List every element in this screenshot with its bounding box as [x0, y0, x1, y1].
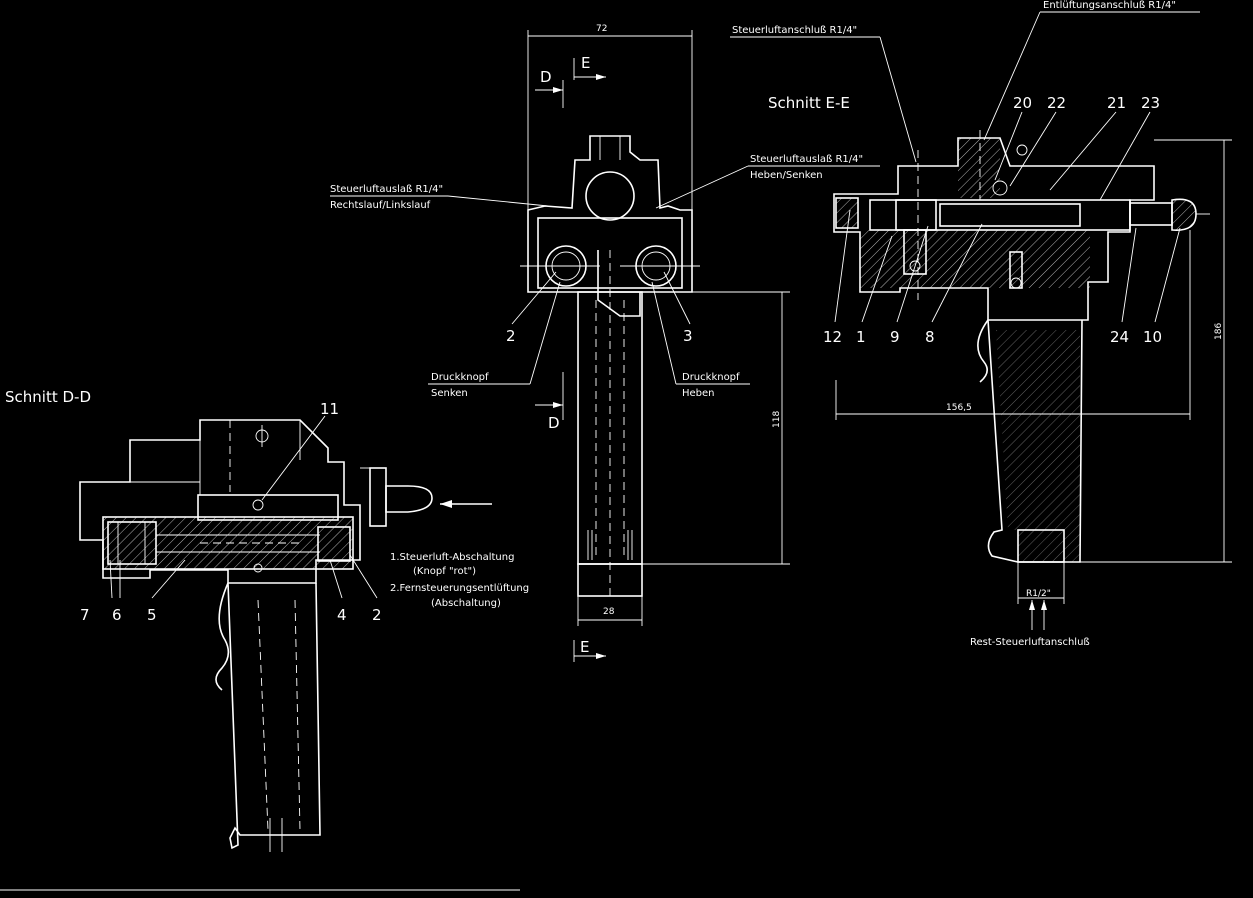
dd-note-2: 2.Fernsteuerungsentlüftung [390, 583, 529, 594]
ee-dim-port: R1/2" [1026, 589, 1051, 599]
section-mark-d-top: D [540, 68, 552, 86]
front-button-left-sub: Senken [431, 388, 468, 399]
ee-dim-width: 156,5 [946, 403, 972, 413]
dd-note-2-sub: (Abschaltung) [431, 598, 501, 609]
ee-callout-24: 24 [1110, 328, 1129, 346]
dd-callout-2: 2 [372, 606, 382, 624]
front-outlet-left-label: Steuerluftauslaß R1/4" [330, 184, 443, 195]
section-mark-e-bottom: E [580, 638, 589, 656]
front-dim-width: 72 [596, 24, 607, 34]
front-outlet-right-sub: Heben/Senken [750, 170, 823, 181]
dd-callout-4: 4 [337, 606, 347, 624]
ee-callout-9: 9 [890, 328, 900, 346]
section-mark-e-top: E [581, 54, 590, 72]
section-dd-handle [227, 582, 321, 850]
ee-callout-1: 1 [856, 328, 866, 346]
section-ee-title: Schnitt E-E [768, 94, 850, 112]
section-ee-handle [987, 319, 1083, 563]
ee-inlet-label: Steuerluftanschluß R1/4" [732, 25, 857, 36]
ee-callout-23: 23 [1141, 94, 1160, 112]
front-button-right-sub: Heben [682, 388, 715, 399]
front-outlet-right-label: Steuerluftauslaß R1/4" [750, 154, 863, 165]
front-view: 72 D E 118 [330, 24, 880, 662]
section-ee-view: Schnitt E-E Entlüftungsanschluß R1/4" St… [730, 0, 1232, 648]
front-outlet-left-sub: Rechtslauf/Linkslauf [330, 200, 431, 211]
front-callout-3: 3 [683, 327, 693, 345]
ee-rest-inlet-label: Rest-Steuerluftanschluß [970, 637, 1090, 648]
section-mark-d-bottom: D [548, 414, 560, 432]
front-dim-width-bottom: 28 [603, 607, 615, 617]
ee-dim-height: 186 [1214, 323, 1224, 340]
dd-callout-11: 11 [320, 400, 339, 418]
front-button-left-label: Druckknopf [431, 372, 489, 383]
section-dd-view: Schnitt D-D [5, 388, 529, 852]
dd-note-1: 1.Steuerluft-Abschaltung [390, 552, 514, 563]
dd-note-1-sub: (Knopf "rot") [413, 566, 476, 577]
front-callout-2: 2 [506, 327, 516, 345]
section-dd-title: Schnitt D-D [5, 388, 91, 406]
ee-callout-20: 20 [1013, 94, 1032, 112]
dd-callout-5: 5 [147, 606, 157, 624]
front-body-outline [527, 135, 693, 293]
section-dd-body-outline [79, 419, 361, 584]
front-button-right-label: Druckknopf [682, 372, 740, 383]
ee-callout-22: 22 [1047, 94, 1066, 112]
dd-callout-7: 7 [80, 606, 90, 624]
ee-callout-8: 8 [925, 328, 935, 346]
front-dim-height: 118 [772, 411, 782, 428]
ee-callout-21: 21 [1107, 94, 1126, 112]
dd-callout-6: 6 [112, 606, 122, 624]
ee-vent-label: Entlüftungsanschluß R1/4" [1043, 0, 1176, 11]
ee-callout-12: 12 [823, 328, 842, 346]
ee-callout-10: 10 [1143, 328, 1162, 346]
